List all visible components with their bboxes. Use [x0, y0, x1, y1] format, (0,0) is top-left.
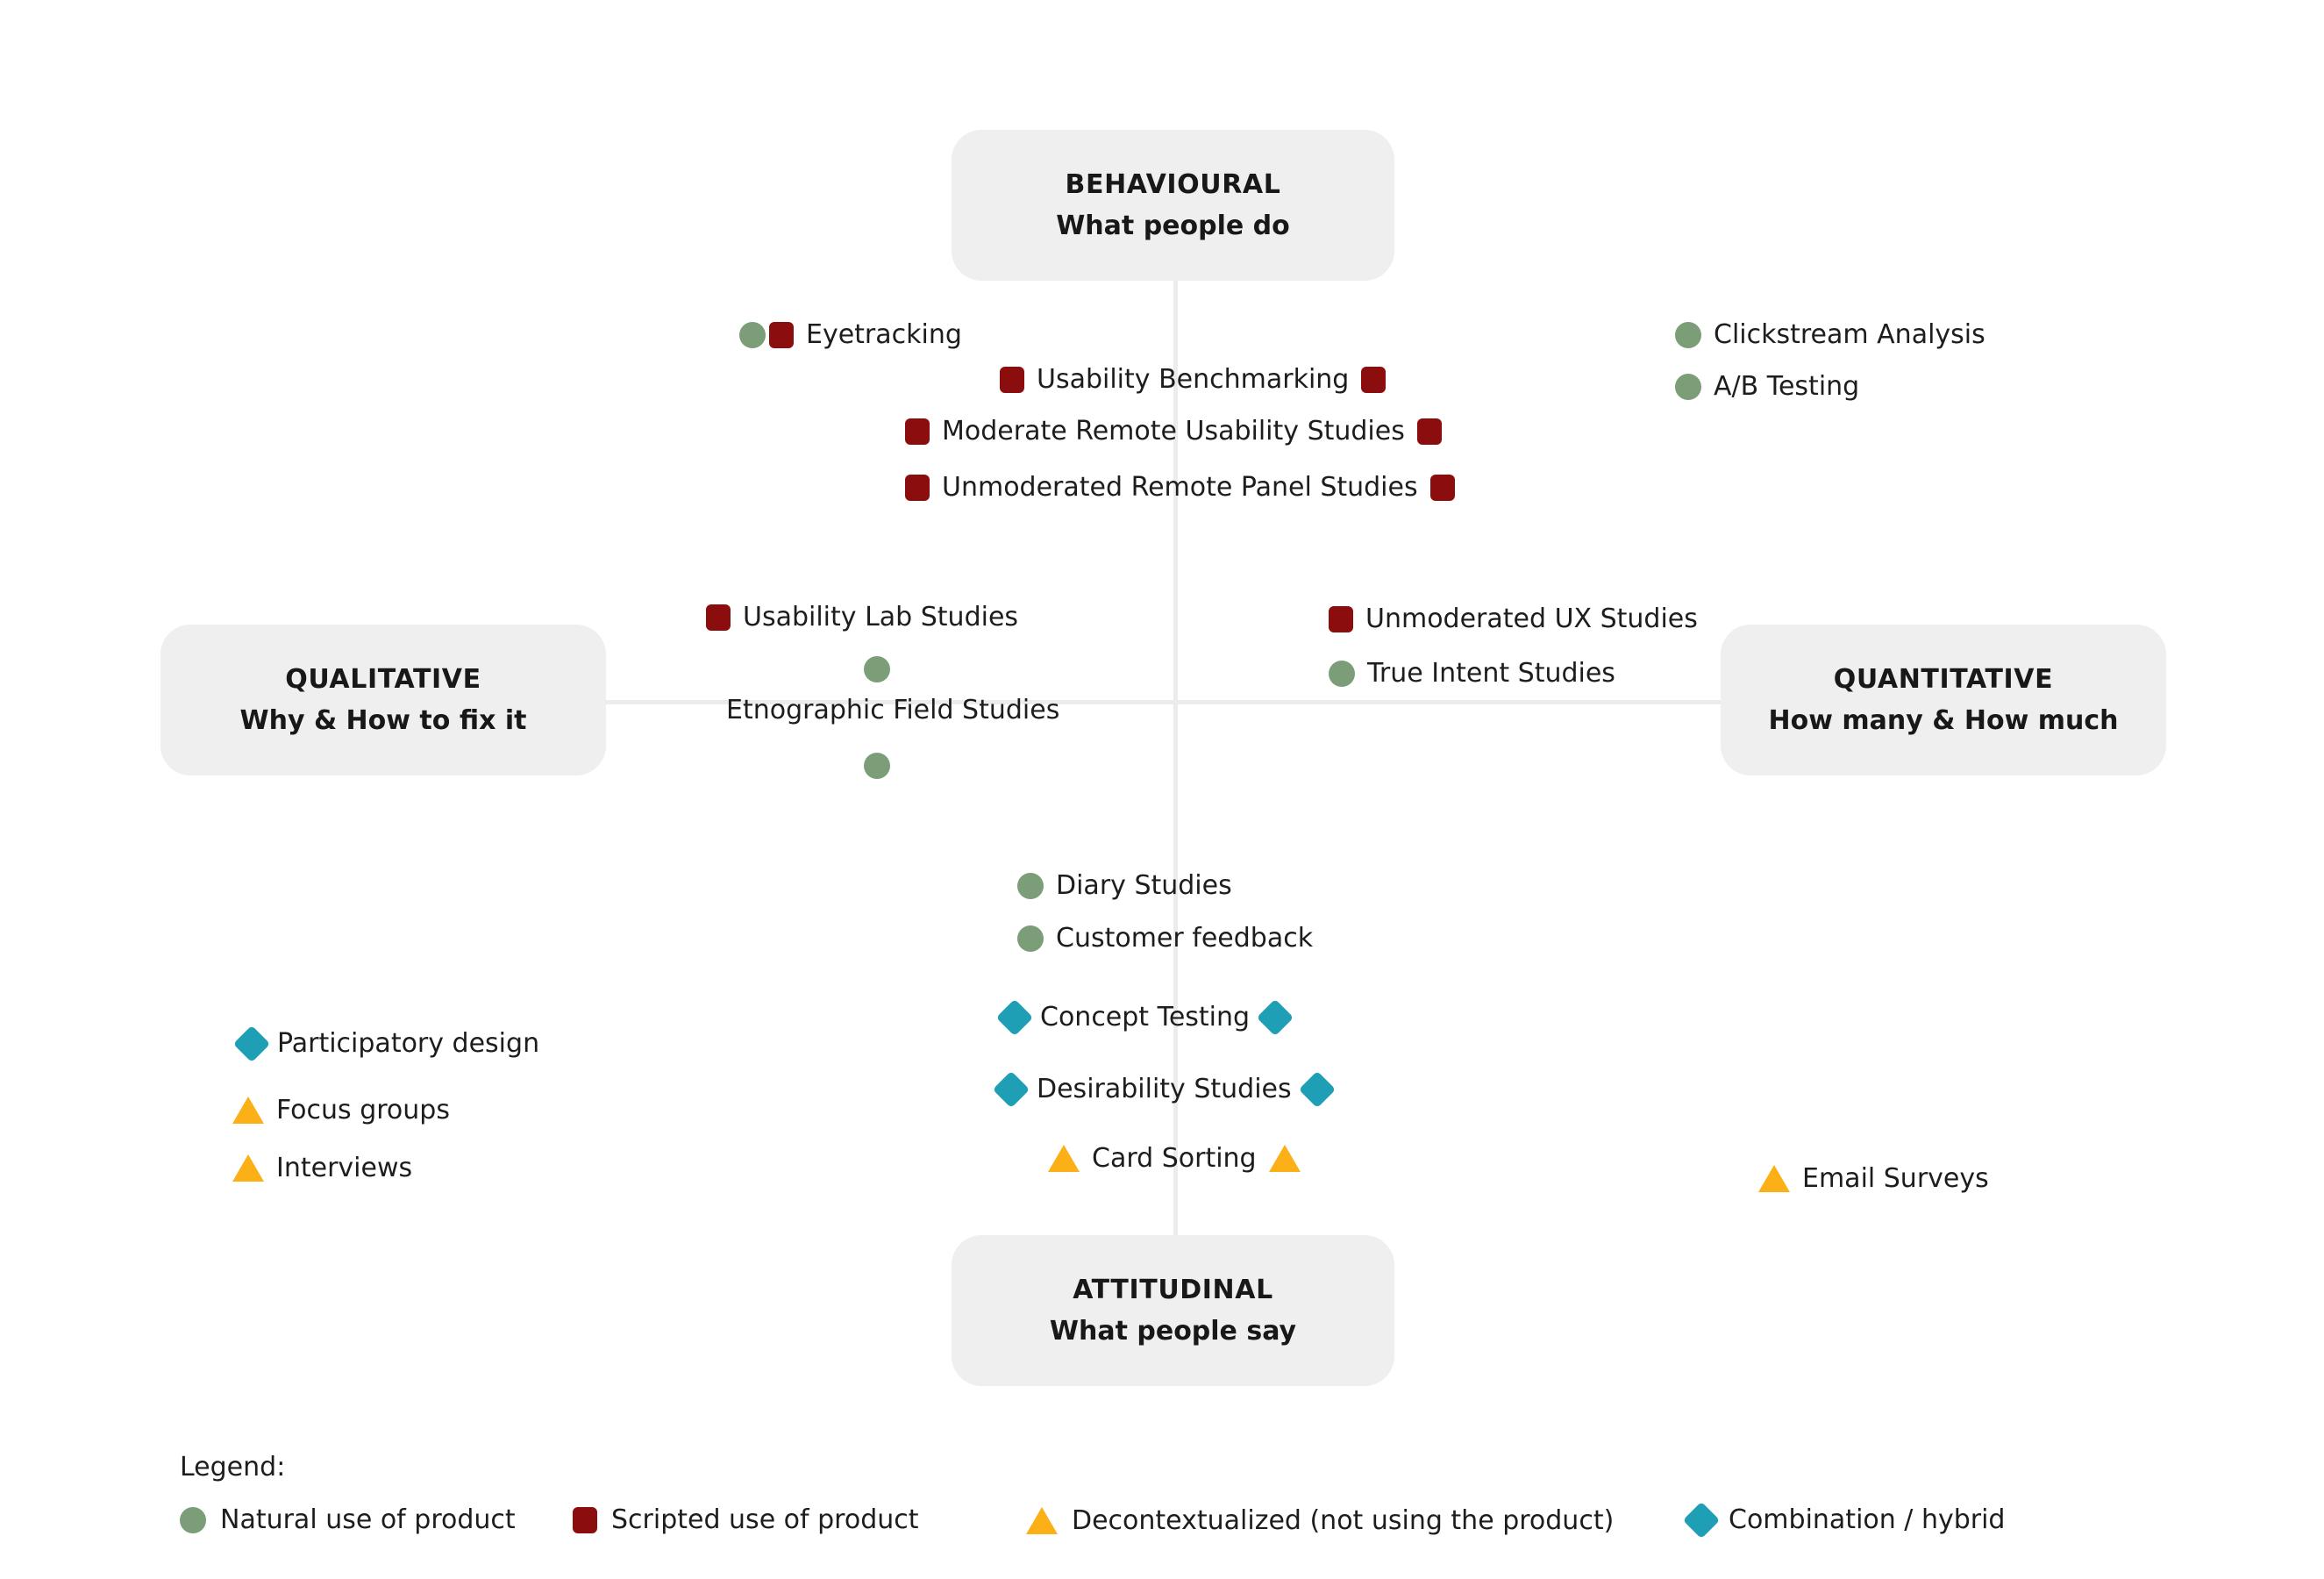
- method-unmoderated-ux-studies[interactable]: Unmoderated UX Studies: [1329, 606, 1698, 632]
- combination-marker: [1682, 1501, 1721, 1540]
- scripted-use-marker: [1000, 367, 1024, 393]
- method-usability-benchmarking[interactable]: Usability Benchmarking: [1000, 364, 1387, 395]
- scripted-use-marker: [905, 418, 930, 445]
- method-label: Focus groups: [276, 1094, 450, 1125]
- scripted-use-marker: [1429, 475, 1455, 501]
- scripted-use-marker: [1329, 606, 1353, 632]
- pole-behavioural-subtitle: What people do: [1056, 210, 1290, 241]
- method-customer-feedback[interactable]: Customer feedback: [1017, 925, 1313, 952]
- pole-box-attitudinal: ATTITUDINAL What people say: [952, 1235, 1394, 1386]
- natural-use-marker: [1017, 925, 1044, 952]
- natural-use-marker: [1675, 374, 1701, 400]
- natural-use-marker: [864, 753, 890, 779]
- method-email-surveys[interactable]: Email Surveys: [1758, 1165, 1989, 1192]
- method-true-intent-studies[interactable]: True Intent Studies: [1329, 661, 1615, 687]
- natural-use-marker: [1017, 873, 1044, 899]
- method-clickstream-analysis[interactable]: Clickstream Analysis: [1675, 322, 1985, 348]
- scripted-use-marker: [769, 322, 794, 348]
- method-moderate-remote-usability-studies[interactable]: Moderate Remote Usability Studies: [905, 418, 1442, 445]
- natural-use-marker: [739, 322, 766, 348]
- scripted-use-marker: [1416, 418, 1442, 445]
- legend-row: Natural use of product Scripted use of p…: [180, 1501, 2197, 1547]
- scripted-use-marker: [905, 475, 930, 501]
- method-diary-studies[interactable]: Diary Studies: [1017, 873, 1232, 899]
- method-label: A/B Testing: [1714, 371, 1860, 402]
- method-label: Unmoderated Remote Panel Studies: [942, 472, 1418, 503]
- method-label: Usability Lab Studies: [743, 602, 1019, 632]
- vertical-axis-line: [1173, 279, 1178, 1237]
- method-label: Email Surveys: [1802, 1162, 1989, 1194]
- decontextualized-marker: [1026, 1507, 1058, 1534]
- decontextualized-marker: [232, 1097, 264, 1124]
- method-focus-groups[interactable]: Focus groups: [232, 1097, 450, 1124]
- decontextualized-marker: [1048, 1145, 1080, 1172]
- method-desirability-studies[interactable]: Desirability Studies: [992, 1070, 1336, 1109]
- legend-item-scripted-use: Scripted use of product: [573, 1507, 919, 1533]
- method-label: Clickstream Analysis: [1714, 319, 1985, 350]
- method-label: Moderate Remote Usability Studies: [942, 416, 1405, 447]
- method-ab-testing[interactable]: A/B Testing: [1675, 374, 1859, 400]
- legend-item-label: Natural use of product: [220, 1504, 516, 1535]
- pole-qualitative-subtitle: Why & How to fix it: [239, 704, 527, 736]
- decontextualized-marker: [232, 1154, 264, 1182]
- method-label: Interviews: [276, 1152, 413, 1183]
- pole-quantitative-subtitle: How many & How much: [1768, 704, 2119, 736]
- pole-box-qualitative: QUALITATIVE Why & How to fix it: [160, 625, 606, 775]
- pole-attitudinal-title: ATTITUDINAL: [1073, 1275, 1273, 1305]
- method-label: Concept Testing: [1040, 1002, 1251, 1032]
- method-unmoderated-remote-panel-studies[interactable]: Unmoderated Remote Panel Studies: [905, 475, 1455, 501]
- method-usability-lab-studies[interactable]: Usability Lab Studies: [706, 604, 1018, 631]
- horizontal-axis-line: [603, 700, 1722, 704]
- combination-marker: [1256, 998, 1294, 1037]
- natural-use-marker: [1675, 322, 1701, 348]
- method-label: Desirability Studies: [1037, 1074, 1292, 1104]
- decontextualized-marker: [1758, 1165, 1790, 1192]
- pole-box-behavioural: BEHAVIOURAL What people do: [952, 130, 1394, 281]
- method-label: Unmoderated UX Studies: [1365, 604, 1698, 634]
- legend-item-label: Scripted use of product: [611, 1504, 919, 1535]
- method-label: Diary Studies: [1056, 870, 1232, 901]
- legend: Legend: Natural use of product Scripted …: [180, 1452, 2197, 1547]
- pole-qualitative-title: QUALITATIVE: [285, 664, 481, 695]
- natural-use-marker: [180, 1507, 206, 1533]
- method-interviews[interactable]: Interviews: [232, 1154, 412, 1182]
- pole-attitudinal-subtitle: What people say: [1049, 1315, 1297, 1347]
- method-etnographic-field-studies[interactable]: Etnographic Field Studies: [726, 697, 1059, 724]
- method-label: Etnographic Field Studies: [726, 695, 1060, 725]
- pole-box-quantitative: QUANTITATIVE How many & How much: [1721, 625, 2166, 775]
- legend-item-natural-use: Natural use of product: [180, 1507, 516, 1533]
- method-concept-testing[interactable]: Concept Testing: [995, 998, 1294, 1037]
- combination-marker: [232, 1025, 271, 1063]
- combination-marker: [1298, 1070, 1336, 1109]
- decontextualized-marker: [1268, 1145, 1301, 1172]
- legend-item-combination: Combination / hybrid: [1682, 1501, 2006, 1540]
- legend-item-decontextualized: Decontextualized (not using the product): [1026, 1507, 1614, 1534]
- method-label: Card Sorting: [1092, 1142, 1257, 1174]
- natural-use-marker: [864, 656, 890, 682]
- method-label: Eyetracking: [806, 319, 962, 350]
- natural-use-marker: [1329, 661, 1355, 687]
- legend-item-label: Decontextualized (not using the product): [1072, 1504, 1615, 1536]
- method-label: Participatory design: [277, 1028, 540, 1059]
- legend-title: Legend:: [180, 1452, 286, 1483]
- pole-quantitative-title: QUANTITATIVE: [1833, 664, 2054, 695]
- method-eyetracking[interactable]: Eyetracking: [739, 322, 962, 348]
- combination-marker: [995, 998, 1034, 1037]
- pole-behavioural-title: BEHAVIOURAL: [1065, 169, 1281, 200]
- method-label: True Intent Studies: [1367, 658, 1615, 689]
- scripted-use-marker: [706, 604, 731, 631]
- scripted-use-marker: [1361, 367, 1387, 393]
- combination-marker: [992, 1070, 1030, 1109]
- method-label: Usability Benchmarking: [1037, 364, 1350, 395]
- legend-item-label: Combination / hybrid: [1729, 1504, 2006, 1535]
- method-label: Customer feedback: [1056, 923, 1314, 954]
- scripted-use-marker: [573, 1507, 597, 1533]
- method-participatory-design[interactable]: Participatory design: [232, 1025, 540, 1063]
- method-card-sorting[interactable]: Card Sorting: [1048, 1145, 1301, 1172]
